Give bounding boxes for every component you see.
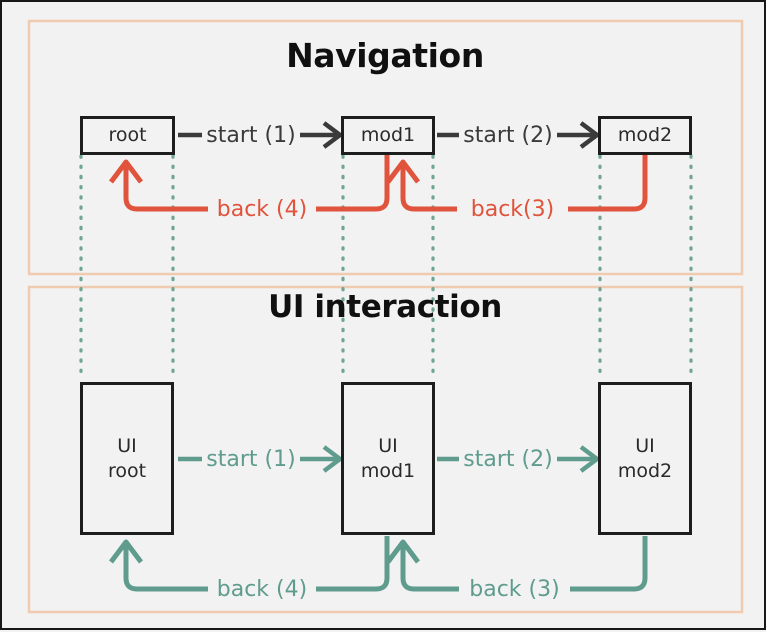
nav-edge-back3-arrowhead [386, 159, 420, 184]
nav-edge-back4-arrowhead [109, 159, 143, 184]
panel-frame-ui-interaction [27, 285, 744, 614]
node-ui-root-label-line2: root [107, 459, 147, 482]
correspondence-guides [79, 154, 693, 382]
ui-back-arrows [109, 536, 648, 592]
panel-title-ui-interaction: UI interaction [268, 289, 502, 325]
edge-label-nav-start1: start (1) [206, 123, 296, 148]
edge-label-nav-back4: back (4) [216, 197, 308, 222]
node-ui-mod2-label-line2: mod2 [617, 459, 673, 482]
nav-edge-back3-path [400, 155, 648, 212]
node-root[interactable]: root [80, 116, 175, 155]
ui-edge-start2-arrowhead [579, 445, 601, 473]
ui-edge-back3-arrowhead [386, 539, 420, 564]
node-mod2-label: mod2 [617, 124, 673, 147]
nav-edge-start2-arrowhead [579, 121, 601, 149]
node-mod1-label: mod1 [360, 124, 416, 147]
ui-edge-back4-arrowhead [109, 539, 143, 564]
ui-forward-arrows [178, 445, 601, 473]
node-ui-mod1[interactable]: UI mod1 [341, 382, 435, 535]
edge-label-nav-back3: back(3) [470, 197, 555, 222]
ui-edge-back4-path [123, 536, 390, 592]
ui-edge-back3-path [400, 536, 648, 592]
nav-back-arrows [109, 155, 648, 212]
panel-title-navigation: Navigation [286, 36, 484, 75]
edge-label-ui-start2: start (2) [463, 447, 553, 472]
node-ui-mod1-label-line2: mod1 [360, 459, 416, 482]
node-mod1[interactable]: mod1 [341, 116, 435, 155]
node-ui-root-label-line1: UI [117, 435, 137, 458]
panel-frame-navigation [27, 19, 744, 276]
edge-label-ui-back4: back (4) [216, 577, 308, 602]
node-ui-mod2[interactable]: UI mod2 [598, 382, 692, 535]
nav-edge-back4-path [123, 155, 390, 212]
node-ui-root[interactable]: UI root [80, 382, 174, 535]
nav-forward-arrows [178, 121, 601, 149]
node-ui-mod2-label-line1: UI [635, 435, 655, 458]
edge-label-ui-back3: back (3) [469, 577, 560, 602]
ui-edge-start1-arrowhead [322, 445, 344, 473]
node-root-label: root [108, 124, 147, 147]
edge-label-nav-start2: start (2) [463, 123, 553, 148]
nav-edge-start1-arrowhead [322, 121, 344, 149]
node-mod2[interactable]: mod2 [598, 116, 692, 155]
node-ui-mod1-label-line1: UI [378, 435, 398, 458]
edge-label-ui-start1: start (1) [206, 447, 296, 472]
